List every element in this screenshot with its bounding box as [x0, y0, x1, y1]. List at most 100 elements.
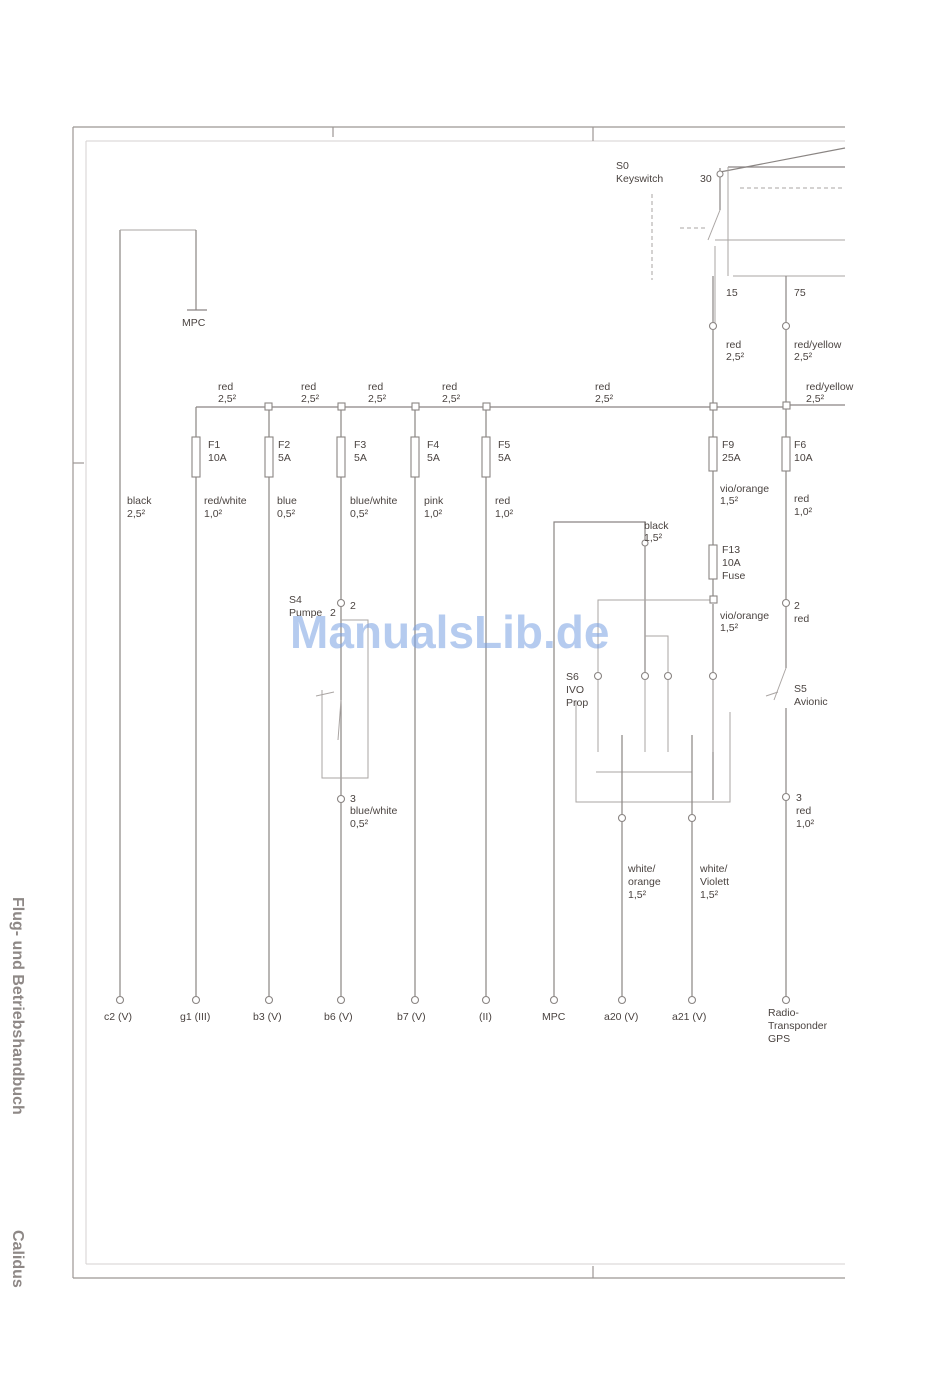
bus-wire-3-color: red [368, 381, 383, 393]
wire-f2-size: 0,5² [277, 508, 296, 520]
fuse-f3-id: F3 [354, 439, 366, 451]
sidebar-manual-title: Flug- und Betriebshandbuch [9, 897, 26, 1115]
wire-s5-in-color: red [794, 613, 809, 625]
wire-s6b-color: white/ [699, 863, 728, 875]
fuse-f4-rating: 5A [427, 452, 440, 464]
wire-f6-color: red [794, 493, 809, 505]
keyswitch-s0 [651, 147, 846, 326]
fuse-f1-rating: 10A [208, 452, 227, 464]
bus-wire-2-color: red [301, 381, 316, 393]
radio-label-line3: GPS [768, 1033, 790, 1045]
mpc-top-label: MPC [182, 317, 206, 329]
wire-f3-color: blue/white [350, 495, 397, 507]
fuse-f9-id: F9 [722, 439, 734, 451]
bus-wire-5-color: red [595, 381, 610, 393]
wire-f1-size: 1,0² [204, 508, 223, 520]
wire-t15-size: 2,5² [726, 351, 745, 363]
wire-mpc-black-color: black [644, 520, 669, 532]
fuse-f6-id: F6 [794, 439, 806, 451]
bus-wire-1-size: 2,5² [218, 393, 237, 405]
wire-s6b-size: 1,5² [700, 889, 719, 901]
wire-s5-out-color: red [796, 805, 811, 817]
bus-wire-4-size: 2,5² [442, 393, 461, 405]
wire-s4-out-color: blue/white [350, 805, 397, 817]
s0-id: S0 [616, 160, 629, 172]
wire-t75-size: 2,5² [794, 351, 813, 363]
wire-black-color: black [127, 495, 152, 507]
wire-t15-color: red [726, 339, 741, 351]
switch-s6-id: S6 [566, 671, 579, 683]
bus-wire-5-size: 2,5² [595, 393, 614, 405]
wire-f13-size: 1,5² [720, 622, 739, 634]
wire-f1-color: red/white [204, 495, 247, 507]
fuse-f13-note: Fuse [722, 570, 746, 582]
red-bus [196, 404, 845, 408]
connector-b7: b7 (V) [397, 1011, 426, 1023]
switch-s4-id: S4 [289, 594, 302, 606]
connector-ii: (II) [479, 1011, 492, 1023]
wire-t75b-size: 2,5² [806, 393, 825, 405]
fuse-f1-id: F1 [208, 439, 220, 451]
switch-s6-name2: Prop [566, 697, 588, 709]
s0-terminal-30: 30 [700, 173, 712, 185]
radio-label-line1: Radio- [768, 1007, 799, 1019]
diagram-frame [72, 126, 845, 1279]
bus-wire-4-color: red [442, 381, 457, 393]
junction-nodes [115, 170, 791, 1005]
switch-s4-pin-bottom: 3 [350, 793, 356, 805]
connector-a21: a21 (V) [672, 1011, 706, 1023]
fuse-f5-id: F5 [498, 439, 510, 451]
fuse-f13-id: F13 [722, 544, 740, 556]
switch-s4-pin-top: 2 [350, 600, 356, 612]
wire-f5-color: red [495, 495, 510, 507]
wire-s6b-color2: Violett [700, 876, 729, 888]
switch-s5-pin-bottom: 3 [796, 792, 802, 804]
fuse-symbols [191, 436, 791, 580]
wire-t75b-color: red/yellow [806, 381, 854, 393]
bus-wire-3-size: 2,5² [368, 393, 387, 405]
fuse-f6-rating: 10A [794, 452, 813, 464]
fuse-f9-rating: 25A [722, 452, 741, 464]
wire-mpc-black-size: 1,5² [644, 532, 663, 544]
watermark: ManualsLib.de [290, 606, 610, 658]
wire-s4-out-size: 0,5² [350, 818, 369, 830]
switch-s5-pin-top: 2 [794, 600, 800, 612]
s0-name: Keyswitch [616, 173, 663, 185]
switch-s4-name: Pumpe [289, 607, 322, 619]
wire-f4-size: 1,0² [424, 508, 443, 520]
wire-s6a-color2: orange [628, 876, 661, 888]
switch-s6-name1: IVO [566, 684, 584, 696]
wire-f9-color: vio/orange [720, 483, 769, 495]
fuse-f3-rating: 5A [354, 452, 367, 464]
wire-t75-color: red/yellow [794, 339, 842, 351]
connector-b6: b6 (V) [324, 1011, 353, 1023]
wire-f5-size: 1,0² [495, 508, 514, 520]
switch-s5-name: Avionic [794, 696, 828, 708]
wire-f6-size: 1,0² [794, 506, 813, 518]
wire-f9-size: 1,5² [720, 495, 739, 507]
wire-black-size: 2,5² [127, 508, 146, 520]
fuse-f5-rating: 5A [498, 452, 511, 464]
fuse-f2-rating: 5A [278, 452, 291, 464]
fuse-f2-id: F2 [278, 439, 290, 451]
wire-s6a-size: 1,5² [628, 889, 647, 901]
wire-s5-out-size: 1,0² [796, 818, 815, 830]
bus-wire-2-size: 2,5² [301, 393, 320, 405]
connector-b3: b3 (V) [253, 1011, 282, 1023]
connector-mpc: MPC [542, 1011, 566, 1023]
wire-f4-color: pink [424, 495, 444, 507]
bus-wire-1-color: red [218, 381, 233, 393]
radio-label-line2: Transponder [768, 1020, 828, 1032]
vertical-wires [119, 229, 787, 998]
s0-terminal-15: 15 [726, 287, 738, 299]
wire-s6a-color: white/ [627, 863, 656, 875]
s0-terminal-75: 75 [794, 287, 806, 299]
switch-s5-id: S5 [794, 683, 807, 695]
wire-f3-size: 0,5² [350, 508, 369, 520]
switch-s4-pin-left: 2 [330, 607, 336, 619]
connector-g1: g1 (III) [180, 1011, 210, 1023]
connector-c2: c2 (V) [104, 1011, 132, 1023]
fuse-f13-rating: 10A [722, 557, 741, 569]
wire-f13-color: vio/orange [720, 610, 769, 622]
